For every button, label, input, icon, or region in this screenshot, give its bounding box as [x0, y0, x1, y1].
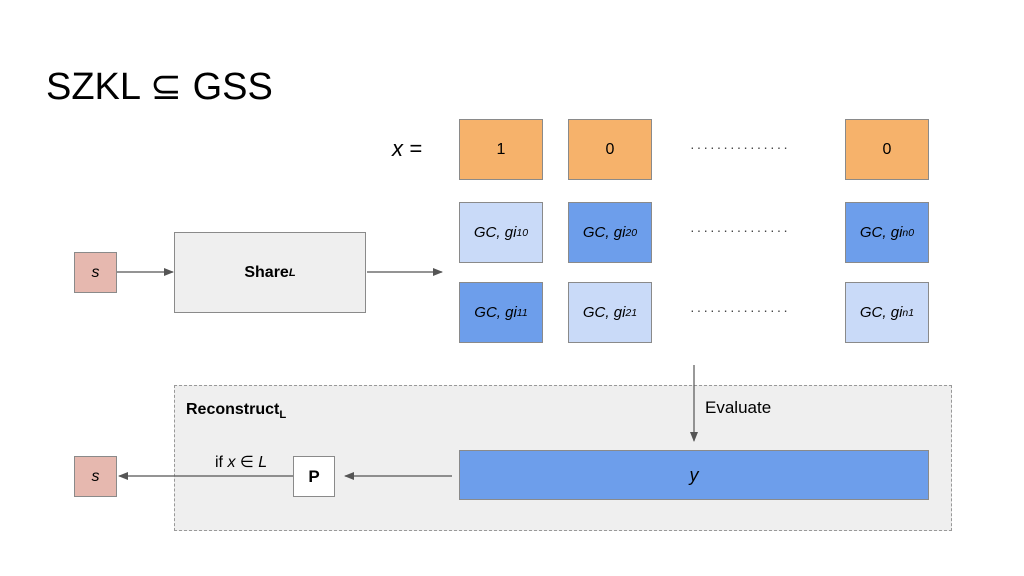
x-equals-label: x =	[392, 136, 422, 161]
ellipsis-row-x: ···············	[690, 139, 790, 155]
predicate-box: P	[293, 456, 335, 497]
secret-input-box: s	[74, 252, 117, 293]
reconstruct-label: ReconstructL	[186, 401, 287, 421]
bit-box-2: 0	[568, 119, 652, 180]
secret-output-box: s	[74, 456, 117, 497]
ellipsis-row-1: ···············	[690, 302, 790, 318]
y-output-box: y	[459, 450, 929, 500]
slide-title: SZKL ⊆ GSS	[46, 66, 273, 108]
bit-box-n: 0	[845, 119, 929, 180]
bit-box-1: 1	[459, 119, 543, 180]
evaluate-label: Evaluate	[705, 398, 772, 417]
membership-condition: if x ∈ L	[215, 454, 268, 471]
ellipsis-row-0: ···············	[690, 222, 790, 238]
